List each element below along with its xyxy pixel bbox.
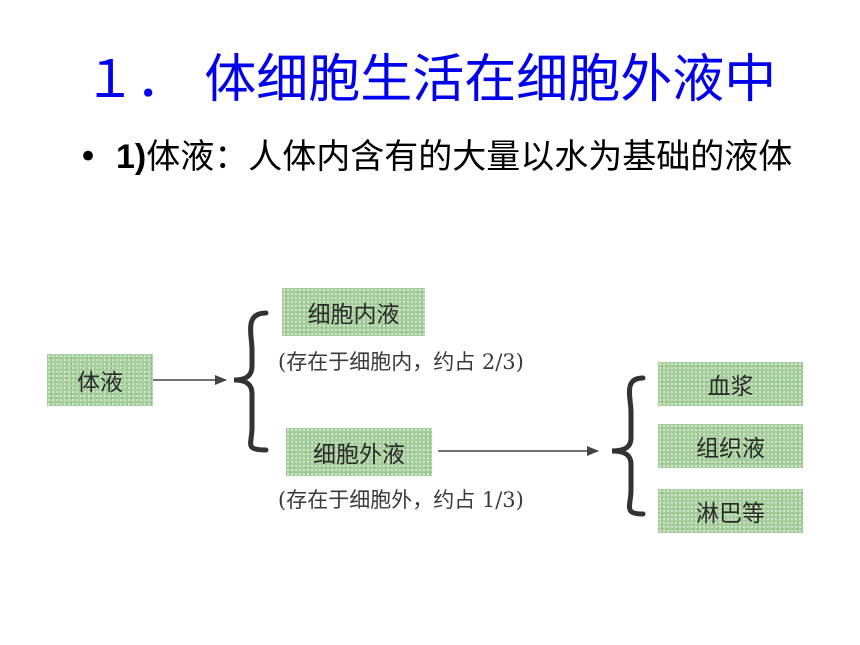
- node-lymph: 淋巴等: [658, 489, 803, 533]
- node-intracellular-fluid: 细胞内液: [282, 288, 425, 336]
- slide-title: １． 体细胞生活在细胞外液中: [83, 50, 777, 110]
- node-plasma: 血浆: [658, 362, 803, 406]
- note-extracellular: (存在于细胞外，约占 1/3): [278, 488, 524, 512]
- bullet-marker: •: [78, 137, 99, 177]
- bullet-text: 体液：人体内含有的大量以水为基础的液体: [146, 137, 793, 177]
- node-body-fluid: 体液: [47, 354, 153, 406]
- brace-left: [233, 310, 269, 453]
- note-intracellular: (存在于细胞内，约占 2/3): [278, 350, 524, 374]
- node-extracellular-fluid: 细胞外液: [286, 428, 432, 476]
- node-tissue-fluid: 组织液: [658, 424, 803, 468]
- brace-right: [611, 375, 646, 517]
- bullet-number: 1): [116, 138, 147, 176]
- bullet-point: • 1)体液：人体内含有的大量以水为基础的液体: [78, 134, 818, 180]
